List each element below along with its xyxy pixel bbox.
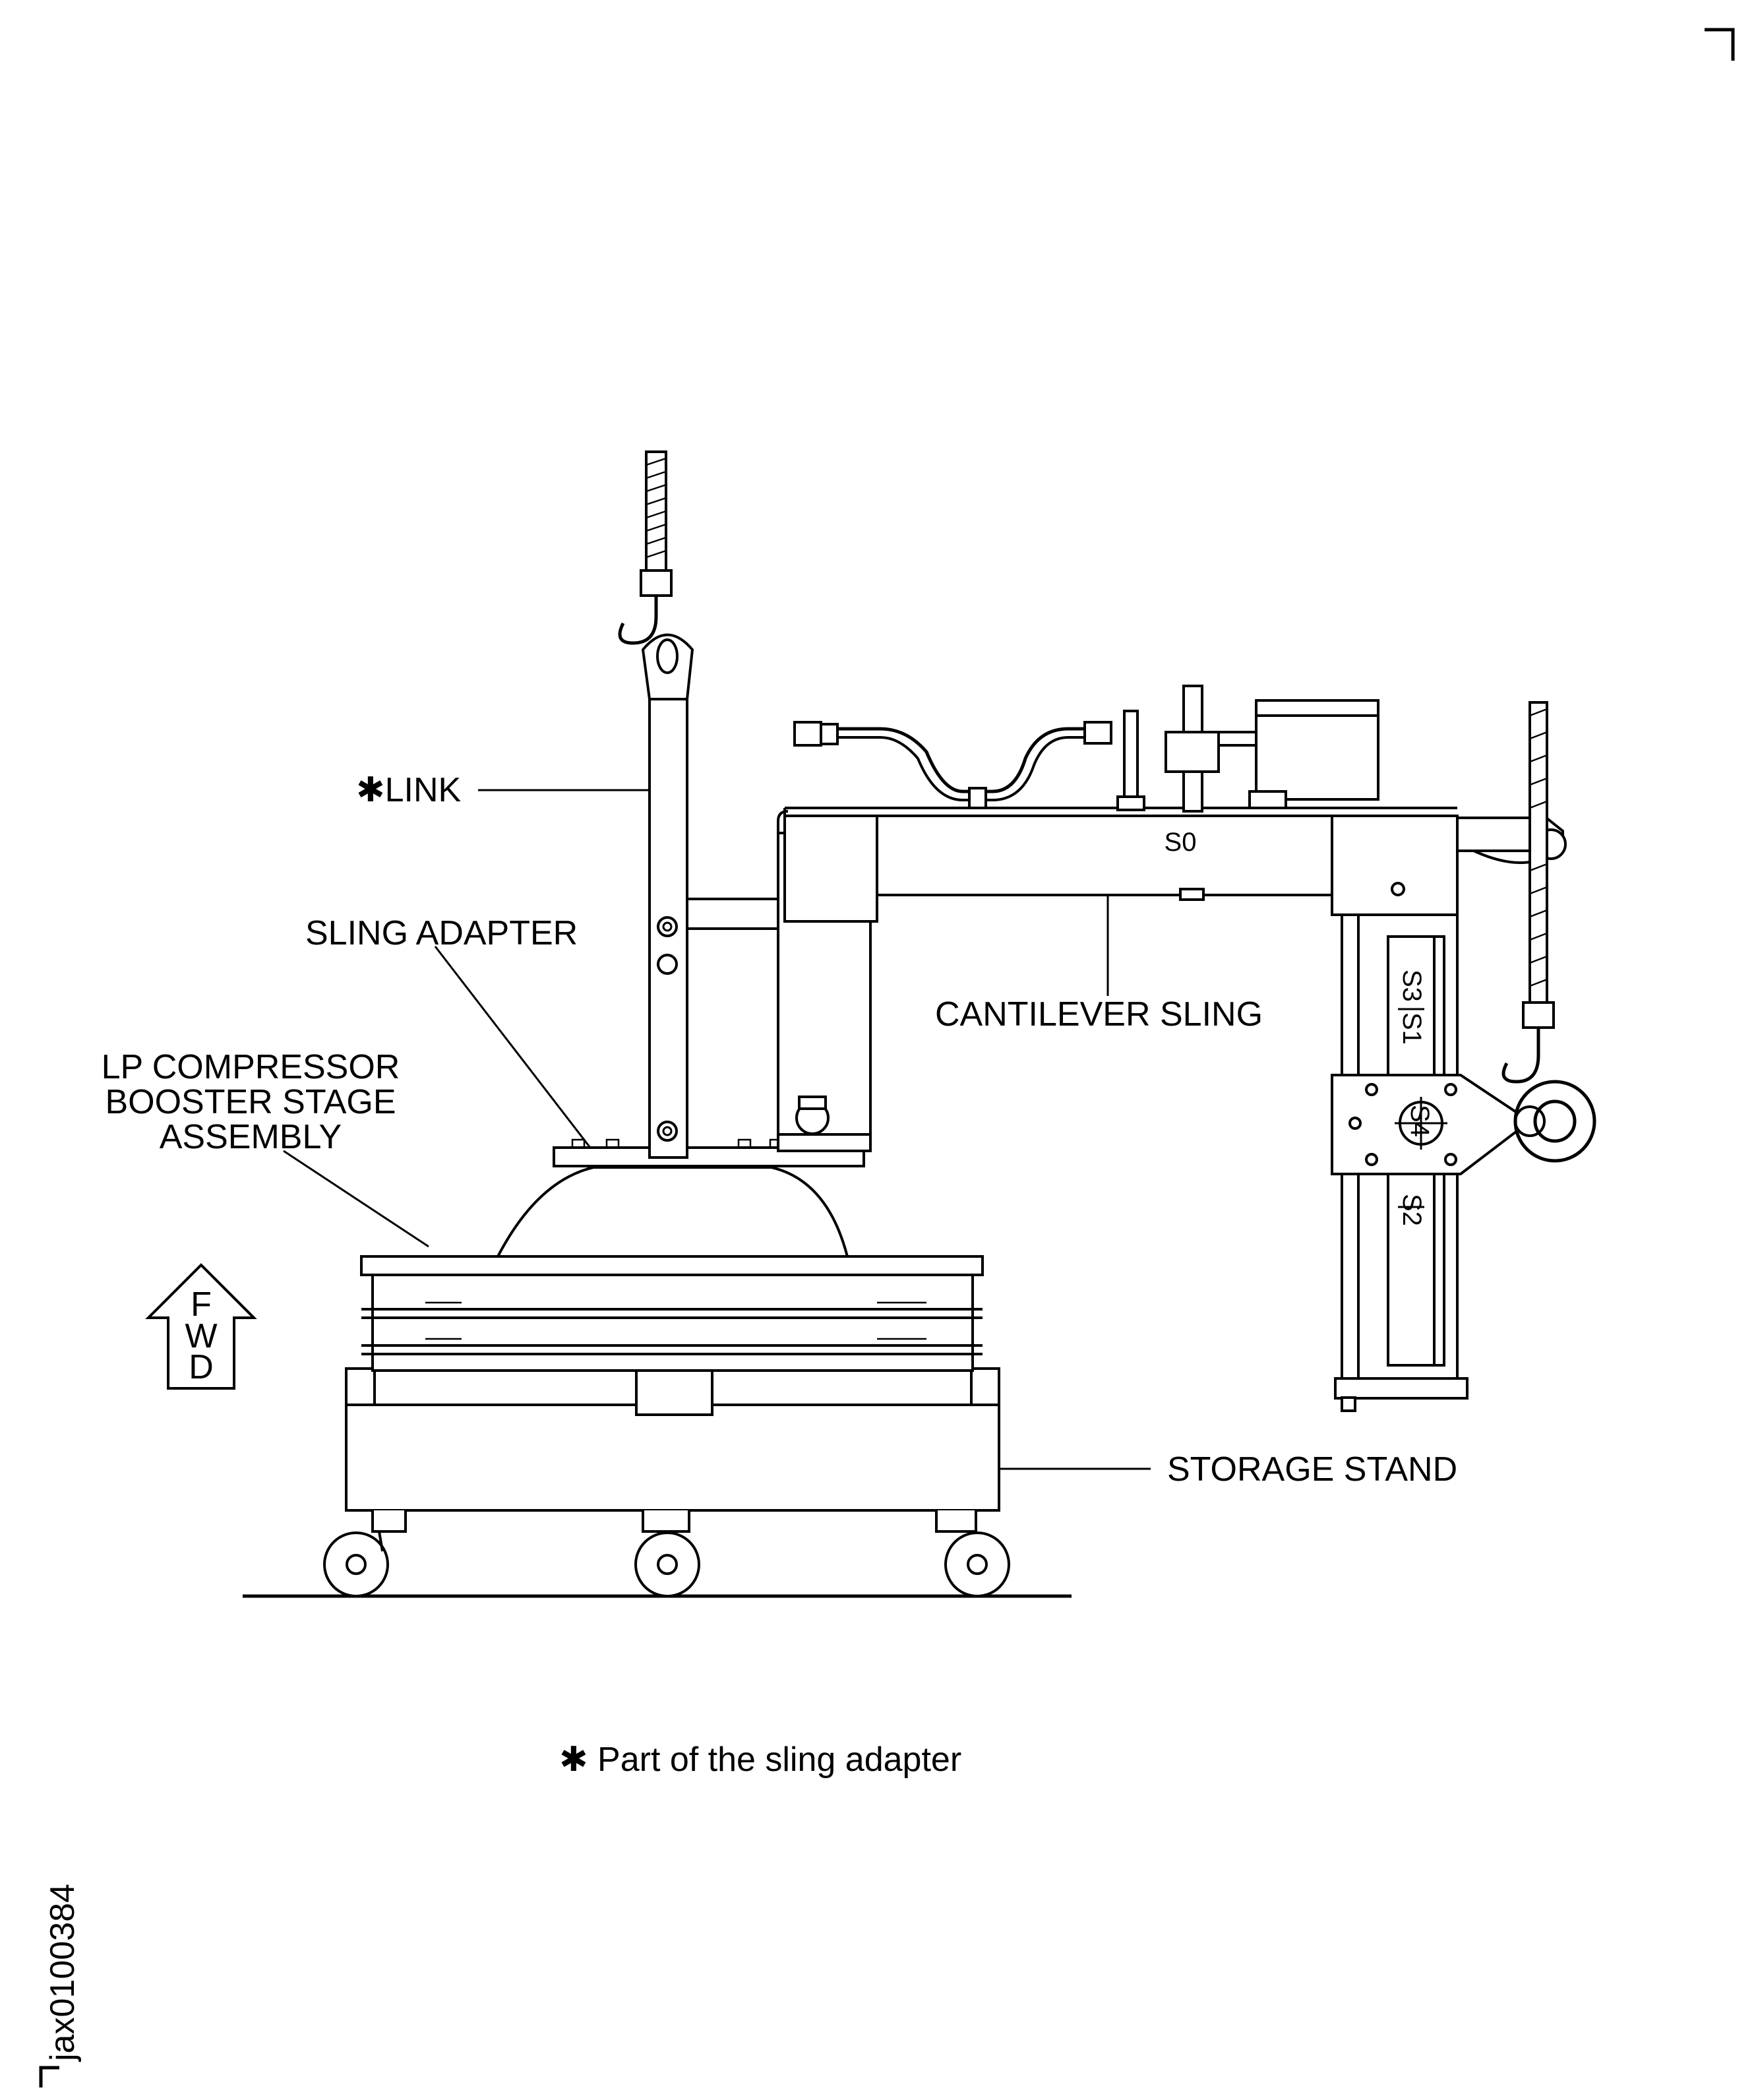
link-label: ✱LINK xyxy=(356,771,461,809)
position-marker-s1: S1 xyxy=(1397,1012,1426,1045)
position-marker-s2: S2 xyxy=(1397,1194,1426,1226)
fwd-letter-w: W xyxy=(185,1317,217,1355)
position-marker-s0: S0 xyxy=(1165,828,1197,857)
figure-id: jax0100384 xyxy=(44,1884,82,2062)
corner-mark-top-right xyxy=(1705,28,1735,61)
storage-stand xyxy=(323,1357,1010,1597)
leader-lp-compressor xyxy=(283,1150,429,1248)
crane-rope-right xyxy=(1501,701,1596,1163)
lp-compressor-assembly xyxy=(360,1166,984,1372)
caster-right xyxy=(935,1510,1010,1597)
fwd-letter-d: D xyxy=(189,1348,214,1386)
lp-compressor-label-line3: ASSEMBLY xyxy=(160,1118,342,1156)
link-bar xyxy=(641,633,781,1159)
lp-compressor-label-line1: LP COMPRESSOR xyxy=(102,1048,400,1086)
caster-middle xyxy=(634,1510,700,1597)
corner-mark-bottom-left xyxy=(39,2066,59,2087)
sling-adapter-label: SLING ADAPTER xyxy=(305,914,578,952)
position-marker-s4: S4 xyxy=(1405,1105,1434,1137)
sling-adapter-plate xyxy=(553,1138,865,1167)
lp-compressor-label-line2: BOOSTER STAGE xyxy=(105,1083,396,1121)
fwd-arrow xyxy=(145,1263,257,1390)
caster-left xyxy=(323,1510,407,1597)
position-marker-s3: S3 xyxy=(1397,970,1426,1002)
leader-sling-adapter xyxy=(434,946,591,1148)
storage-stand-label: STORAGE STAND xyxy=(1167,1450,1457,1489)
fwd-letter-f: F xyxy=(191,1285,212,1324)
crane-rope-left xyxy=(618,450,673,645)
cantilever-sling-label: CANTILEVER SLING xyxy=(935,995,1263,1034)
footnote: ✱ Part of the sling adapter xyxy=(559,1741,961,1779)
